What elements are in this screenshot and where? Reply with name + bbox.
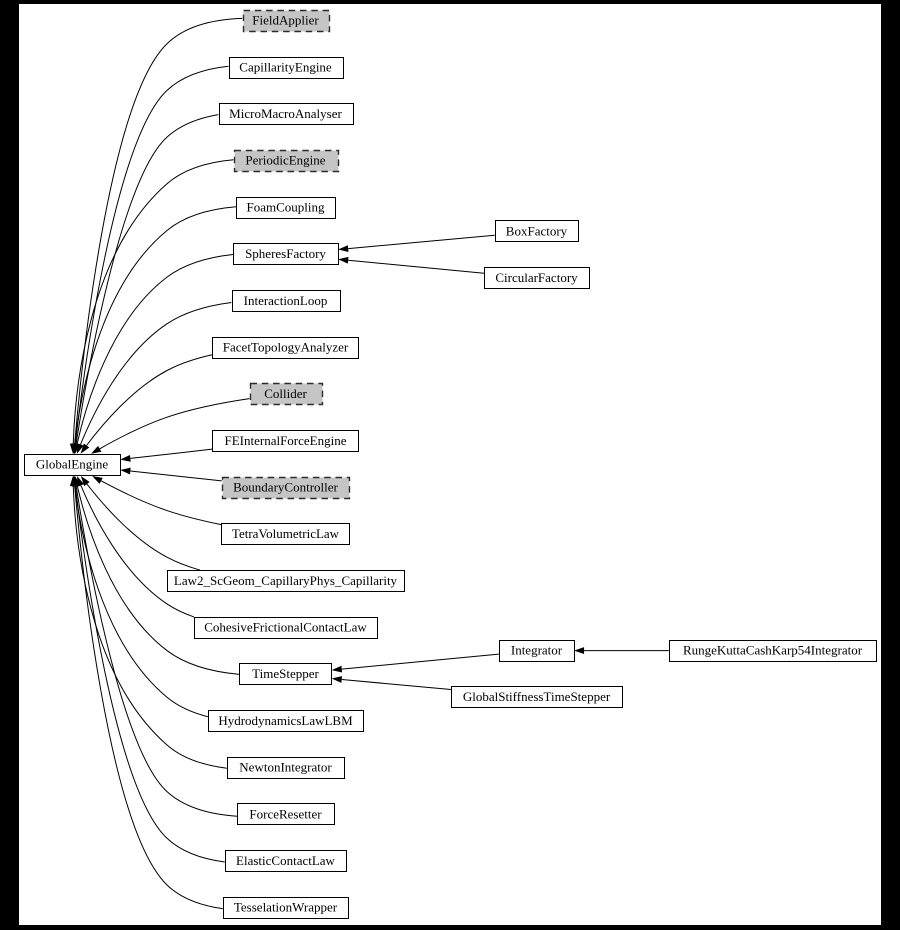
svg-text:RungeKuttaCashKarp54Integrator: RungeKuttaCashKarp54Integrator [683,642,863,657]
svg-text:Law2_ScGeom_CapillaryPhys_Capi: Law2_ScGeom_CapillaryPhys_Capillarity [174,573,398,588]
svg-text:GlobalStiffnessTimeStepper: GlobalStiffnessTimeStepper [463,689,611,704]
svg-text:InteractionLoop: InteractionLoop [244,293,328,308]
svg-text:BoxFactory: BoxFactory [506,223,568,238]
svg-text:TesselationWrapper: TesselationWrapper [234,900,338,915]
svg-text:CircularFactory: CircularFactory [495,270,578,285]
svg-text:TimeStepper: TimeStepper [252,666,319,681]
svg-text:NewtonIntegrator: NewtonIntegrator [239,760,332,775]
svg-text:MicroMacroAnalyser: MicroMacroAnalyser [229,106,342,121]
svg-text:FieldApplier: FieldApplier [252,13,319,28]
svg-text:ElasticContactLaw: ElasticContactLaw [236,853,336,868]
svg-text:PeriodicEngine: PeriodicEngine [245,153,325,168]
svg-text:Collider: Collider [264,386,307,401]
svg-text:Integrator: Integrator [511,642,563,657]
svg-text:FacetTopologyAnalyzer: FacetTopologyAnalyzer [223,339,349,354]
svg-text:CohesiveFrictionalContactLaw: CohesiveFrictionalContactLaw [204,620,367,635]
svg-text:TetraVolumetricLaw: TetraVolumetricLaw [232,526,340,541]
svg-text:ForceResetter: ForceResetter [249,806,322,821]
svg-text:SpheresFactory: SpheresFactory [245,246,326,261]
svg-text:HydrodynamicsLawLBM: HydrodynamicsLawLBM [218,713,353,728]
svg-text:FoamCoupling: FoamCoupling [246,199,325,214]
svg-text:CapillarityEngine: CapillarityEngine [239,59,332,74]
svg-text:BoundaryController: BoundaryController [233,480,338,495]
svg-text:GlobalEngine: GlobalEngine [36,457,108,472]
svg-text:FEInternalForceEngine: FEInternalForceEngine [224,433,346,448]
